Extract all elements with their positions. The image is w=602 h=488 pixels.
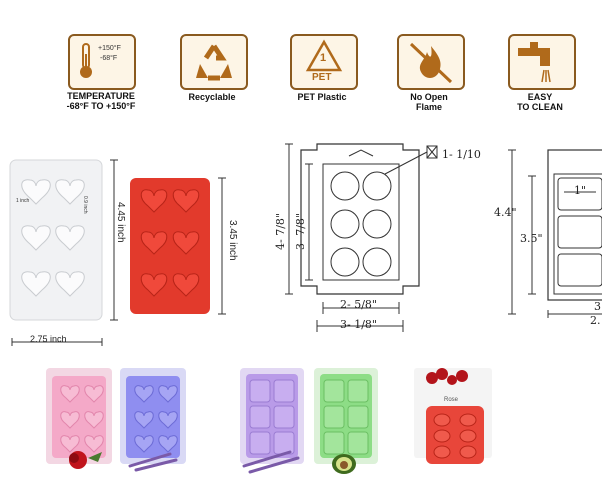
inner-width-dimension: 2- 5/8" <box>340 298 377 311</box>
outer-width-dimension: 3- 1/8" <box>340 318 377 331</box>
outer-height-dimension: 4- 7/8" <box>274 213 287 250</box>
side-bottom-dim-1: 3 <box>594 300 601 313</box>
pet-label: PET <box>312 72 332 83</box>
variant-green-tray <box>314 368 378 474</box>
pet-caption: PET Plastic <box>297 92 347 102</box>
width-label: 2.75 inch <box>30 334 67 344</box>
temp-low-label: -68°F <box>100 55 118 62</box>
variant-purple-tray <box>240 368 304 474</box>
clear-height-label: 4.45 inch <box>115 202 126 243</box>
cavity-height-label: 0.9 inch <box>82 196 88 214</box>
cavity-width-label: 1 inch <box>16 198 30 204</box>
variant-red-tray <box>414 368 492 464</box>
pet-badge: 1 PET <box>290 34 358 90</box>
side-outer-height: 4.4" <box>494 206 517 219</box>
flame-badge <box>397 34 465 90</box>
red-height-label: 3.45 inch <box>227 220 238 261</box>
side-inner-height: 3.5" <box>520 232 543 245</box>
side-view-drawing <box>508 149 602 318</box>
pet-number: 1 <box>320 52 327 64</box>
pet-recycle-icon <box>305 39 343 72</box>
side-cavity-width: 1" <box>574 184 587 197</box>
inner-height-dimension: 3- 7/8" <box>294 213 307 250</box>
temp-high-label: +150°F <box>98 45 121 52</box>
depth-dimension: 1- 1/10 <box>442 148 481 161</box>
faucet-icon <box>518 42 551 83</box>
recycle-icon <box>196 44 232 81</box>
temperature-badge: +150°F -68°F <box>68 34 136 90</box>
temperature-caption: TEMPERATURE-68°F TO +150°F <box>66 91 136 111</box>
variant-blue-tray <box>120 368 186 472</box>
no-flame-icon <box>409 42 453 84</box>
rose-label: Rose <box>444 397 459 403</box>
recyclable-caption: Recyclable <box>188 92 236 102</box>
variant-photos <box>46 368 492 474</box>
recyclable-badge <box>180 34 248 90</box>
side-bottom-dim-2: 2. <box>590 314 601 327</box>
thermometer-icon <box>80 43 92 78</box>
tray-photos <box>9 159 226 346</box>
clean-badge <box>508 34 576 90</box>
front-view-drawing <box>285 143 438 332</box>
variant-pink-tray <box>46 368 112 469</box>
